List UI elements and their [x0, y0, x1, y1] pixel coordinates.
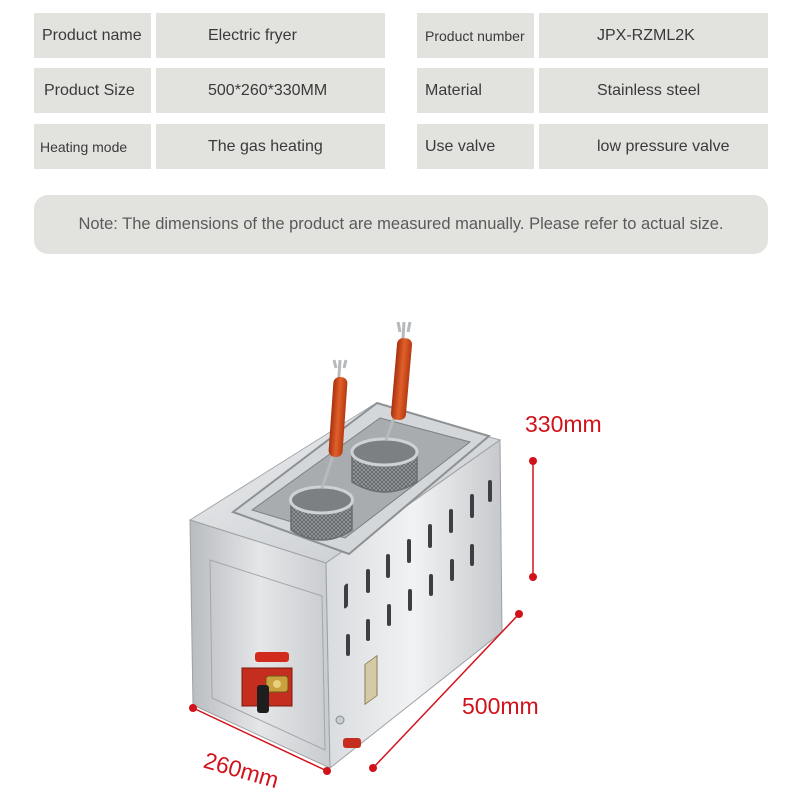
- measurement-note: Note: The dimensions of the product are …: [34, 195, 768, 254]
- material-label: Material: [417, 68, 534, 113]
- spec-table: Product name Electric fryer Product numb…: [0, 0, 800, 175]
- product-number-value: JPX-RZML2K: [539, 13, 768, 58]
- heating-mode-label: Heating mode: [34, 124, 151, 169]
- use-valve-value: low pressure valve: [539, 124, 768, 169]
- material-value: Stainless steel: [539, 68, 768, 113]
- dimension-height-line: [529, 457, 537, 581]
- dimension-length-label: 500mm: [462, 693, 539, 719]
- product-size-value: 500*260*330MM: [156, 68, 385, 113]
- vent-slots: [344, 480, 492, 656]
- label-plate: [364, 654, 378, 706]
- heating-mode-value: The gas heating: [156, 124, 385, 169]
- screw: [335, 715, 345, 725]
- fryer-drawing: [188, 321, 537, 775]
- basket-right: [350, 437, 419, 493]
- basket-handle-right: [384, 321, 413, 441]
- product-number-label: Product number: [417, 13, 534, 58]
- use-valve-label: Use valve: [417, 124, 534, 169]
- dimension-height-label: 330mm: [525, 411, 602, 437]
- side-panel: [209, 559, 326, 751]
- dimension-width-line: [189, 704, 331, 775]
- product-name-label: Product name: [34, 13, 151, 58]
- basket-left: [289, 485, 354, 541]
- gas-valve: [241, 652, 293, 713]
- dimension-length-line: [369, 610, 523, 772]
- basket-handle-left: [320, 359, 348, 489]
- product-illustration: 330mm 500mm 260mm: [0, 280, 800, 800]
- igniter-knob: [343, 738, 361, 748]
- product-size-label: Product Size: [34, 68, 151, 113]
- product-name-value: Electric fryer: [156, 13, 385, 58]
